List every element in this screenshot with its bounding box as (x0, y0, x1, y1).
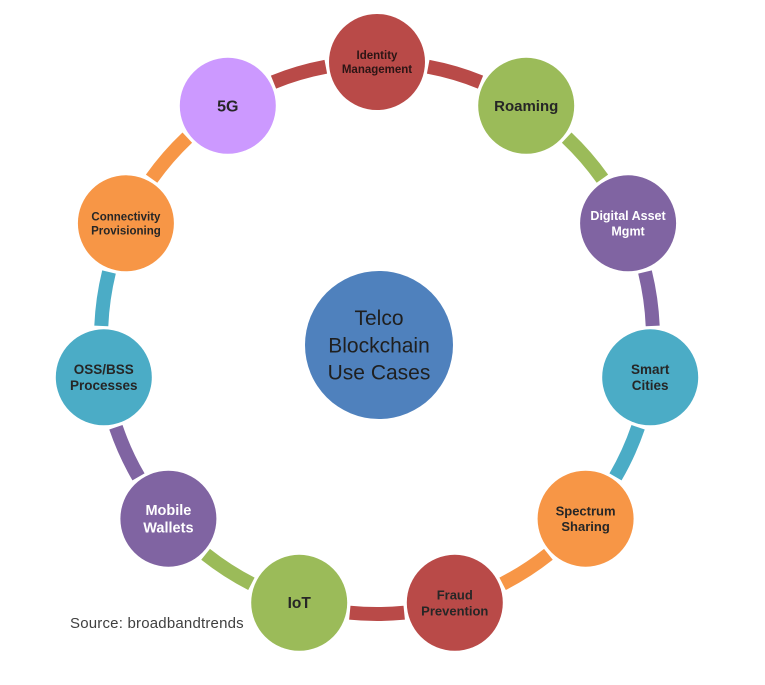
node-iot-circle (251, 554, 348, 651)
node-oss-bss-processes-circle (55, 329, 152, 426)
node-connectivity-provisioning-circle (77, 175, 174, 272)
connector-connectivity-provisioning-to-5g (145, 132, 193, 183)
node-iot: IoT (251, 554, 348, 651)
node-roaming: Roaming (478, 57, 575, 154)
node-5g: 5G (179, 57, 276, 154)
connector-mobile-wallets-to-oss-bss-processes (109, 424, 145, 481)
node-5g-circle (179, 57, 276, 154)
node-label-text: IoT (288, 595, 312, 612)
connector-iot-to-mobile-wallets (201, 548, 255, 591)
hub-circle (305, 271, 453, 419)
node-roaming-circle (478, 57, 575, 154)
connector-spectrum-sharing-to-fraud-prevention (499, 548, 553, 591)
node-smart-cities-circle (602, 329, 699, 426)
node-spectrum-sharing-circle (537, 470, 634, 567)
node-fraud-prevention-circle (406, 554, 503, 651)
connector-smart-cities-to-spectrum-sharing (609, 424, 645, 481)
source-caption: Source: broadbandtrends (70, 615, 244, 632)
connector-digital-asset-mgmt-to-smart-cities (638, 270, 660, 327)
node-identity-management-circle (329, 14, 425, 110)
node-mobile-wallets-circle (120, 470, 217, 567)
node-label-text: 5G (217, 98, 238, 115)
connector-roaming-to-digital-asset-mgmt (561, 132, 609, 183)
connector-identity-management-to-roaming (426, 59, 484, 89)
node-label-text: Roaming (494, 98, 558, 115)
connector-5g-to-identity-management (270, 59, 328, 89)
connector-fraud-prevention-to-iot (349, 605, 405, 622)
connector-oss-bss-processes-to-connectivity-provisioning (94, 270, 116, 327)
node-digital-asset-mgmt-circle (580, 175, 677, 272)
